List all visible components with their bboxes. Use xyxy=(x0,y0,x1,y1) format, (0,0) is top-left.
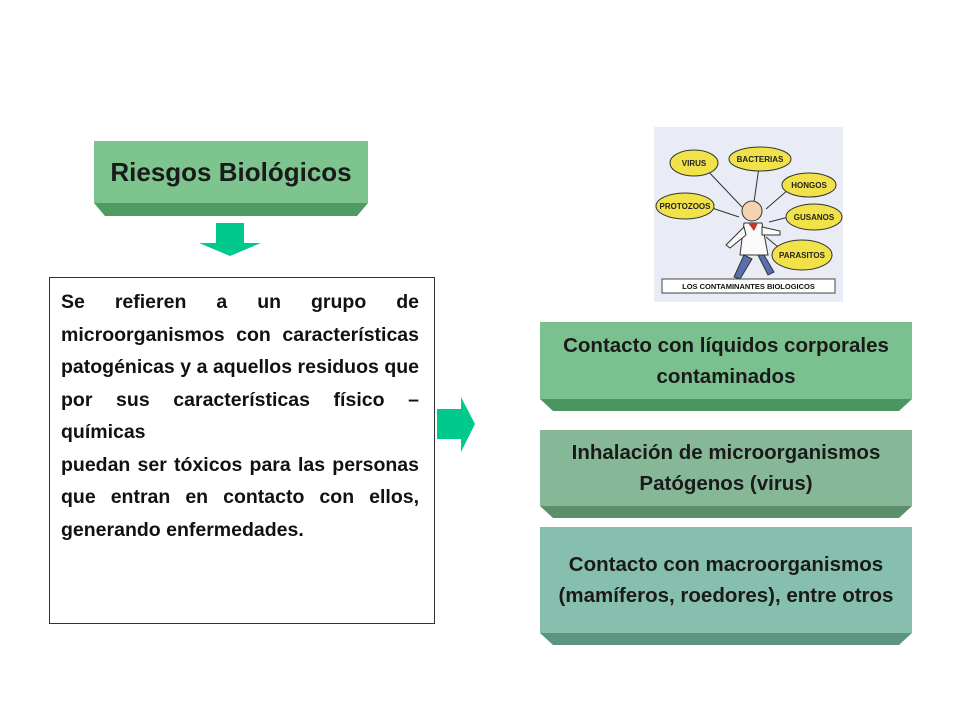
description-paragraph-2: puedan ser tóxicos para las personas que… xyxy=(61,453,419,541)
route-box-inhalation: Inhalación de microorganismos Patógenos … xyxy=(540,430,912,518)
bubble-label-protozoos: PROTOZOOS xyxy=(660,202,712,211)
title-box: Riesgos Biológicos xyxy=(94,141,368,216)
route-text-body-fluids: Contacto con líquidos corporales contami… xyxy=(563,333,889,388)
bubble-label-parasitos: PARASITOS xyxy=(779,251,826,260)
route-box-bevel xyxy=(540,633,912,645)
biological-contaminants-illustration: VIRUS BACTERIAS HONGOS PROTOZOOS GUSANOS… xyxy=(654,127,843,302)
bubble-label-gusanos: GUSANOS xyxy=(794,213,835,222)
bubble-protozoos xyxy=(655,192,715,220)
bubble-bacterias xyxy=(728,146,792,172)
title-box-bevel xyxy=(94,203,368,216)
description-text: Se refieren a un grupo de microorganismo… xyxy=(61,286,419,546)
route-box-macroorganisms: Contacto con macroorganismos (mamíferos,… xyxy=(540,527,912,645)
bubble-virus xyxy=(669,149,719,177)
route-box-bevel xyxy=(540,399,912,411)
route-text-macroorganisms: Contacto con macroorganismos (mamíferos,… xyxy=(558,553,894,607)
route-box-body-fluids: Contacto con líquidos corporales contami… xyxy=(540,322,912,411)
description-box: Se refieren a un grupo de microorganismo… xyxy=(49,277,435,624)
diagram-title: Riesgos Biológicos xyxy=(110,156,352,187)
bubble-label-virus: VIRUS xyxy=(682,159,707,168)
bubble-parasitos xyxy=(771,239,833,271)
bubble-hongos xyxy=(781,172,837,198)
description-paragraph-1: Se refieren a un grupo de microorganismo… xyxy=(61,291,419,443)
title-box-face xyxy=(94,141,368,203)
bubble-label-hongos: HONGOS xyxy=(791,181,827,190)
right-arrow-icon xyxy=(437,397,475,452)
route-box-face xyxy=(540,527,912,633)
illustration-svg: VIRUS BACTERIAS HONGOS PROTOZOOS GUSANOS… xyxy=(654,127,843,302)
illustration-caption: LOS CONTAMINANTES BIOLOGICOS xyxy=(682,282,815,291)
person-figure xyxy=(725,200,781,280)
route-box-face xyxy=(540,430,912,506)
bubble-gusanos xyxy=(785,203,843,231)
route-box-face xyxy=(540,322,912,399)
bubble-label-bacterias: BACTERIAS xyxy=(737,155,784,164)
down-arrow-icon xyxy=(199,223,261,256)
route-box-bevel xyxy=(540,506,912,518)
route-text-inhalation: Inhalación de microorganismos Patógenos … xyxy=(571,441,881,495)
